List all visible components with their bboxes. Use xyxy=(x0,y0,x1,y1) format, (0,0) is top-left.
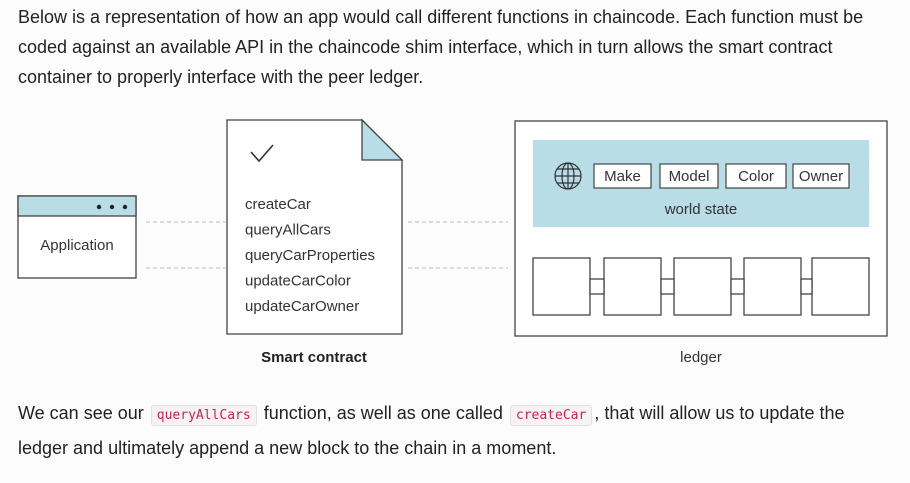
block-link xyxy=(589,278,605,295)
block-link xyxy=(800,278,813,295)
smart-contract-document: createCar queryAllCars queryCarProperties u… xyxy=(226,118,404,335)
code-query-all-cars: queryAllCars xyxy=(150,405,257,426)
world-state-field-label: Model xyxy=(669,168,710,185)
ledger-block xyxy=(603,257,662,316)
block-link xyxy=(660,278,675,295)
world-state-field-label: Make xyxy=(604,168,641,185)
application-label: Application xyxy=(40,237,113,254)
ledger-caption: ledger xyxy=(680,349,722,366)
world-state-field-label: Color xyxy=(738,168,774,185)
outro-paragraph: We can see our queryAllCars function, as… xyxy=(18,397,898,464)
contract-function-item: queryAllCars xyxy=(245,222,331,239)
outro-text-middle: function, as well as one called xyxy=(263,403,503,423)
contract-function-item: updateCarOwner xyxy=(245,298,359,315)
ledger-block xyxy=(673,257,732,316)
window-dot-icon xyxy=(109,204,115,210)
ledger-block xyxy=(811,257,870,316)
window-dot-icon xyxy=(96,204,102,210)
world-state-field-box xyxy=(593,163,652,189)
checkmark-icon xyxy=(250,144,274,163)
contract-function-item: queryCarProperties xyxy=(245,247,375,264)
intro-paragraph: Below is a representation of how an app … xyxy=(18,7,864,87)
world-state-panel xyxy=(533,140,869,227)
outro-text-after: , that will allow us to update the ledge… xyxy=(18,403,845,458)
world-state-field-label: Owner xyxy=(799,168,843,185)
ledger-block xyxy=(532,257,591,316)
app-connectors xyxy=(146,221,226,269)
world-state-field-box xyxy=(725,163,787,189)
window-dot-icon xyxy=(122,204,128,210)
outro-text-before: We can see our xyxy=(18,403,144,423)
ledger-box: Make Model Color Owner world state xyxy=(514,120,888,337)
world-state-label: world state xyxy=(664,201,738,218)
contract-caption: Smart contract xyxy=(261,349,367,366)
contract-function-item: updateCarColor xyxy=(245,273,351,290)
block-chain xyxy=(532,257,870,316)
code-create-car: createCar xyxy=(509,405,593,426)
world-state-field-box xyxy=(792,163,850,189)
globe-icon xyxy=(554,162,582,190)
ledger-connectors xyxy=(408,221,508,269)
ledger-block xyxy=(743,257,802,316)
contract-function-item: createCar xyxy=(245,196,311,213)
world-state-fields: Make Model Color Owner xyxy=(593,163,850,189)
page-fold-icon xyxy=(361,118,404,161)
contract-function-list: createCar queryAllCars queryCarProperties u… xyxy=(245,196,375,315)
world-state-field-box xyxy=(659,163,719,189)
application-box: Application xyxy=(17,195,137,279)
block-link xyxy=(730,278,745,295)
